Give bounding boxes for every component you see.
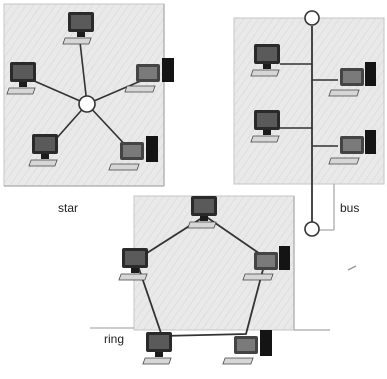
star-label: star [58, 201, 78, 215]
scan-speck [347, 265, 357, 271]
monitor-icon [122, 248, 148, 268]
computer-icon [62, 12, 94, 45]
monitor-icon [136, 64, 160, 82]
star-cable [31, 79, 88, 105]
tower-case [365, 62, 376, 86]
tower-case [279, 246, 290, 270]
monitor-icon [146, 332, 172, 352]
monitor-icon [234, 336, 258, 354]
computer-icon [142, 332, 172, 365]
computer-icon [328, 130, 376, 165]
monitor-icon [340, 136, 364, 154]
monitor-icon [254, 110, 280, 130]
star-hub [78, 95, 96, 113]
computer-icon [28, 134, 58, 167]
computer-icon [124, 58, 174, 93]
tower-case [260, 330, 272, 356]
monitor-icon [32, 134, 58, 154]
bus-terminator-bottom [304, 221, 320, 237]
monitor-icon [68, 12, 94, 32]
computer-icon [250, 110, 280, 143]
computer-icon [108, 136, 158, 171]
computer-icon [6, 62, 36, 95]
computer-icon [250, 44, 280, 77]
computer-icon [242, 246, 290, 281]
monitor-icon [254, 44, 280, 64]
bus-topology: bus [233, 10, 385, 237]
computer-icon [328, 62, 376, 97]
monitor-icon [10, 62, 36, 82]
computer-icon [187, 196, 217, 229]
tower-case [365, 130, 376, 154]
tower-case [146, 136, 158, 162]
bus-label: bus [340, 201, 359, 215]
star-topology: star [3, 3, 174, 215]
bus-terminator-top [304, 10, 320, 26]
bus-panel [233, 17, 385, 185]
bus-cables [280, 63, 338, 147]
ring-label: ring [104, 332, 124, 346]
star-cable [79, 41, 88, 105]
monitor-icon [191, 196, 217, 216]
computer-icon [222, 330, 272, 365]
star-cable [86, 79, 144, 105]
ring-topology: ring [90, 195, 330, 365]
computer-icon [118, 248, 148, 281]
monitor-icon [340, 68, 364, 86]
monitor-icon [120, 142, 144, 160]
monitor-icon [254, 252, 278, 270]
tower-case [162, 58, 174, 82]
